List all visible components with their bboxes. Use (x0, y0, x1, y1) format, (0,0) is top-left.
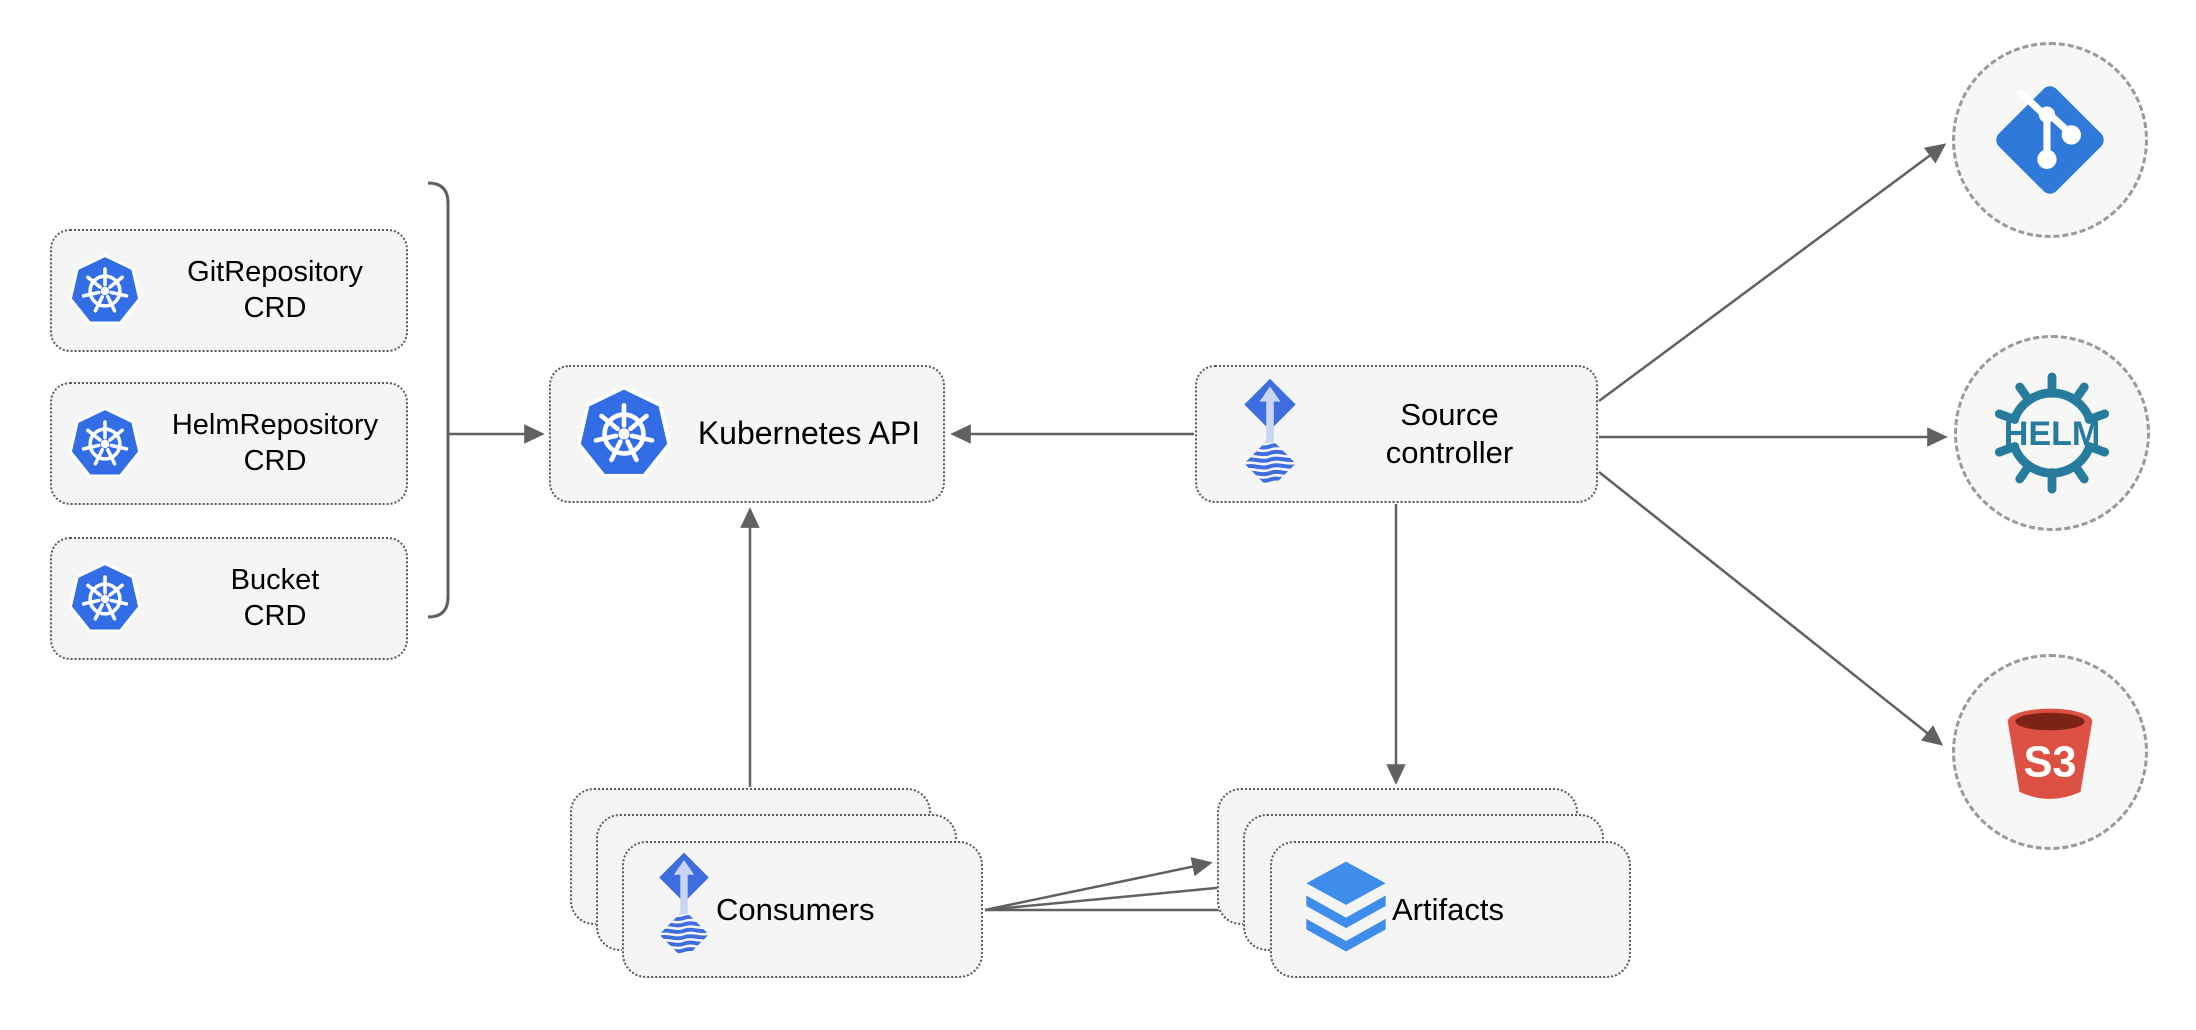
external-helm-circle: HELM (1954, 335, 2150, 531)
node-label: HelmRepository CRD (171, 409, 379, 477)
kubernetes-icon (66, 405, 144, 483)
kubernetes-icon (66, 252, 144, 330)
connector-group (427, 143, 1948, 920)
node-label: Consumers (716, 891, 875, 927)
node-consumers: Consumers (622, 841, 983, 978)
external-s3-circle: S3 (1952, 654, 2148, 850)
arrow-consumers-to-artifacts-middle (984, 877, 1240, 912)
layers-stack-icon (1300, 857, 1392, 963)
flux-wave-stripes (659, 909, 709, 954)
node-label: Bucket CRD (230, 564, 320, 632)
arrow-source-controller-to-git (1598, 143, 1947, 403)
node-helmrepository-crd: HelmRepository CRD (50, 382, 408, 505)
s3-bucket-icon: S3 (1989, 691, 2111, 813)
external-git-circle (1952, 42, 2148, 238)
node-label: Source controller (1385, 397, 1514, 470)
node-gitrepository-crd: GitRepository CRD (50, 229, 408, 352)
helm-wordmark: HELM (2004, 415, 2101, 453)
node-label: Kubernetes API (697, 415, 921, 452)
flux-icon (1237, 375, 1303, 493)
arrow-source-controller-to-s3 (1598, 471, 1944, 746)
git-icon (1989, 79, 2111, 201)
node-label: GitRepository CRD (187, 256, 363, 324)
flux-icon (652, 849, 716, 971)
flux-wave-stripes (1244, 437, 1296, 484)
arrow-consumers-to-artifacts-back (984, 857, 1213, 912)
node-label: Artifacts (1392, 891, 1504, 927)
kubernetes-icon (66, 560, 144, 638)
kubernetes-icon (573, 383, 675, 485)
node-source-controller: Source controller (1195, 365, 1598, 503)
node-bucket-crd: Bucket CRD (50, 537, 408, 660)
s3-wordmark: S3 (2023, 739, 2076, 787)
node-artifacts: Artifacts (1270, 841, 1631, 978)
node-kubernetes-api: Kubernetes API (549, 365, 945, 503)
helm-icon: HELM (1986, 367, 2118, 499)
crd-group-bracket (427, 181, 450, 619)
